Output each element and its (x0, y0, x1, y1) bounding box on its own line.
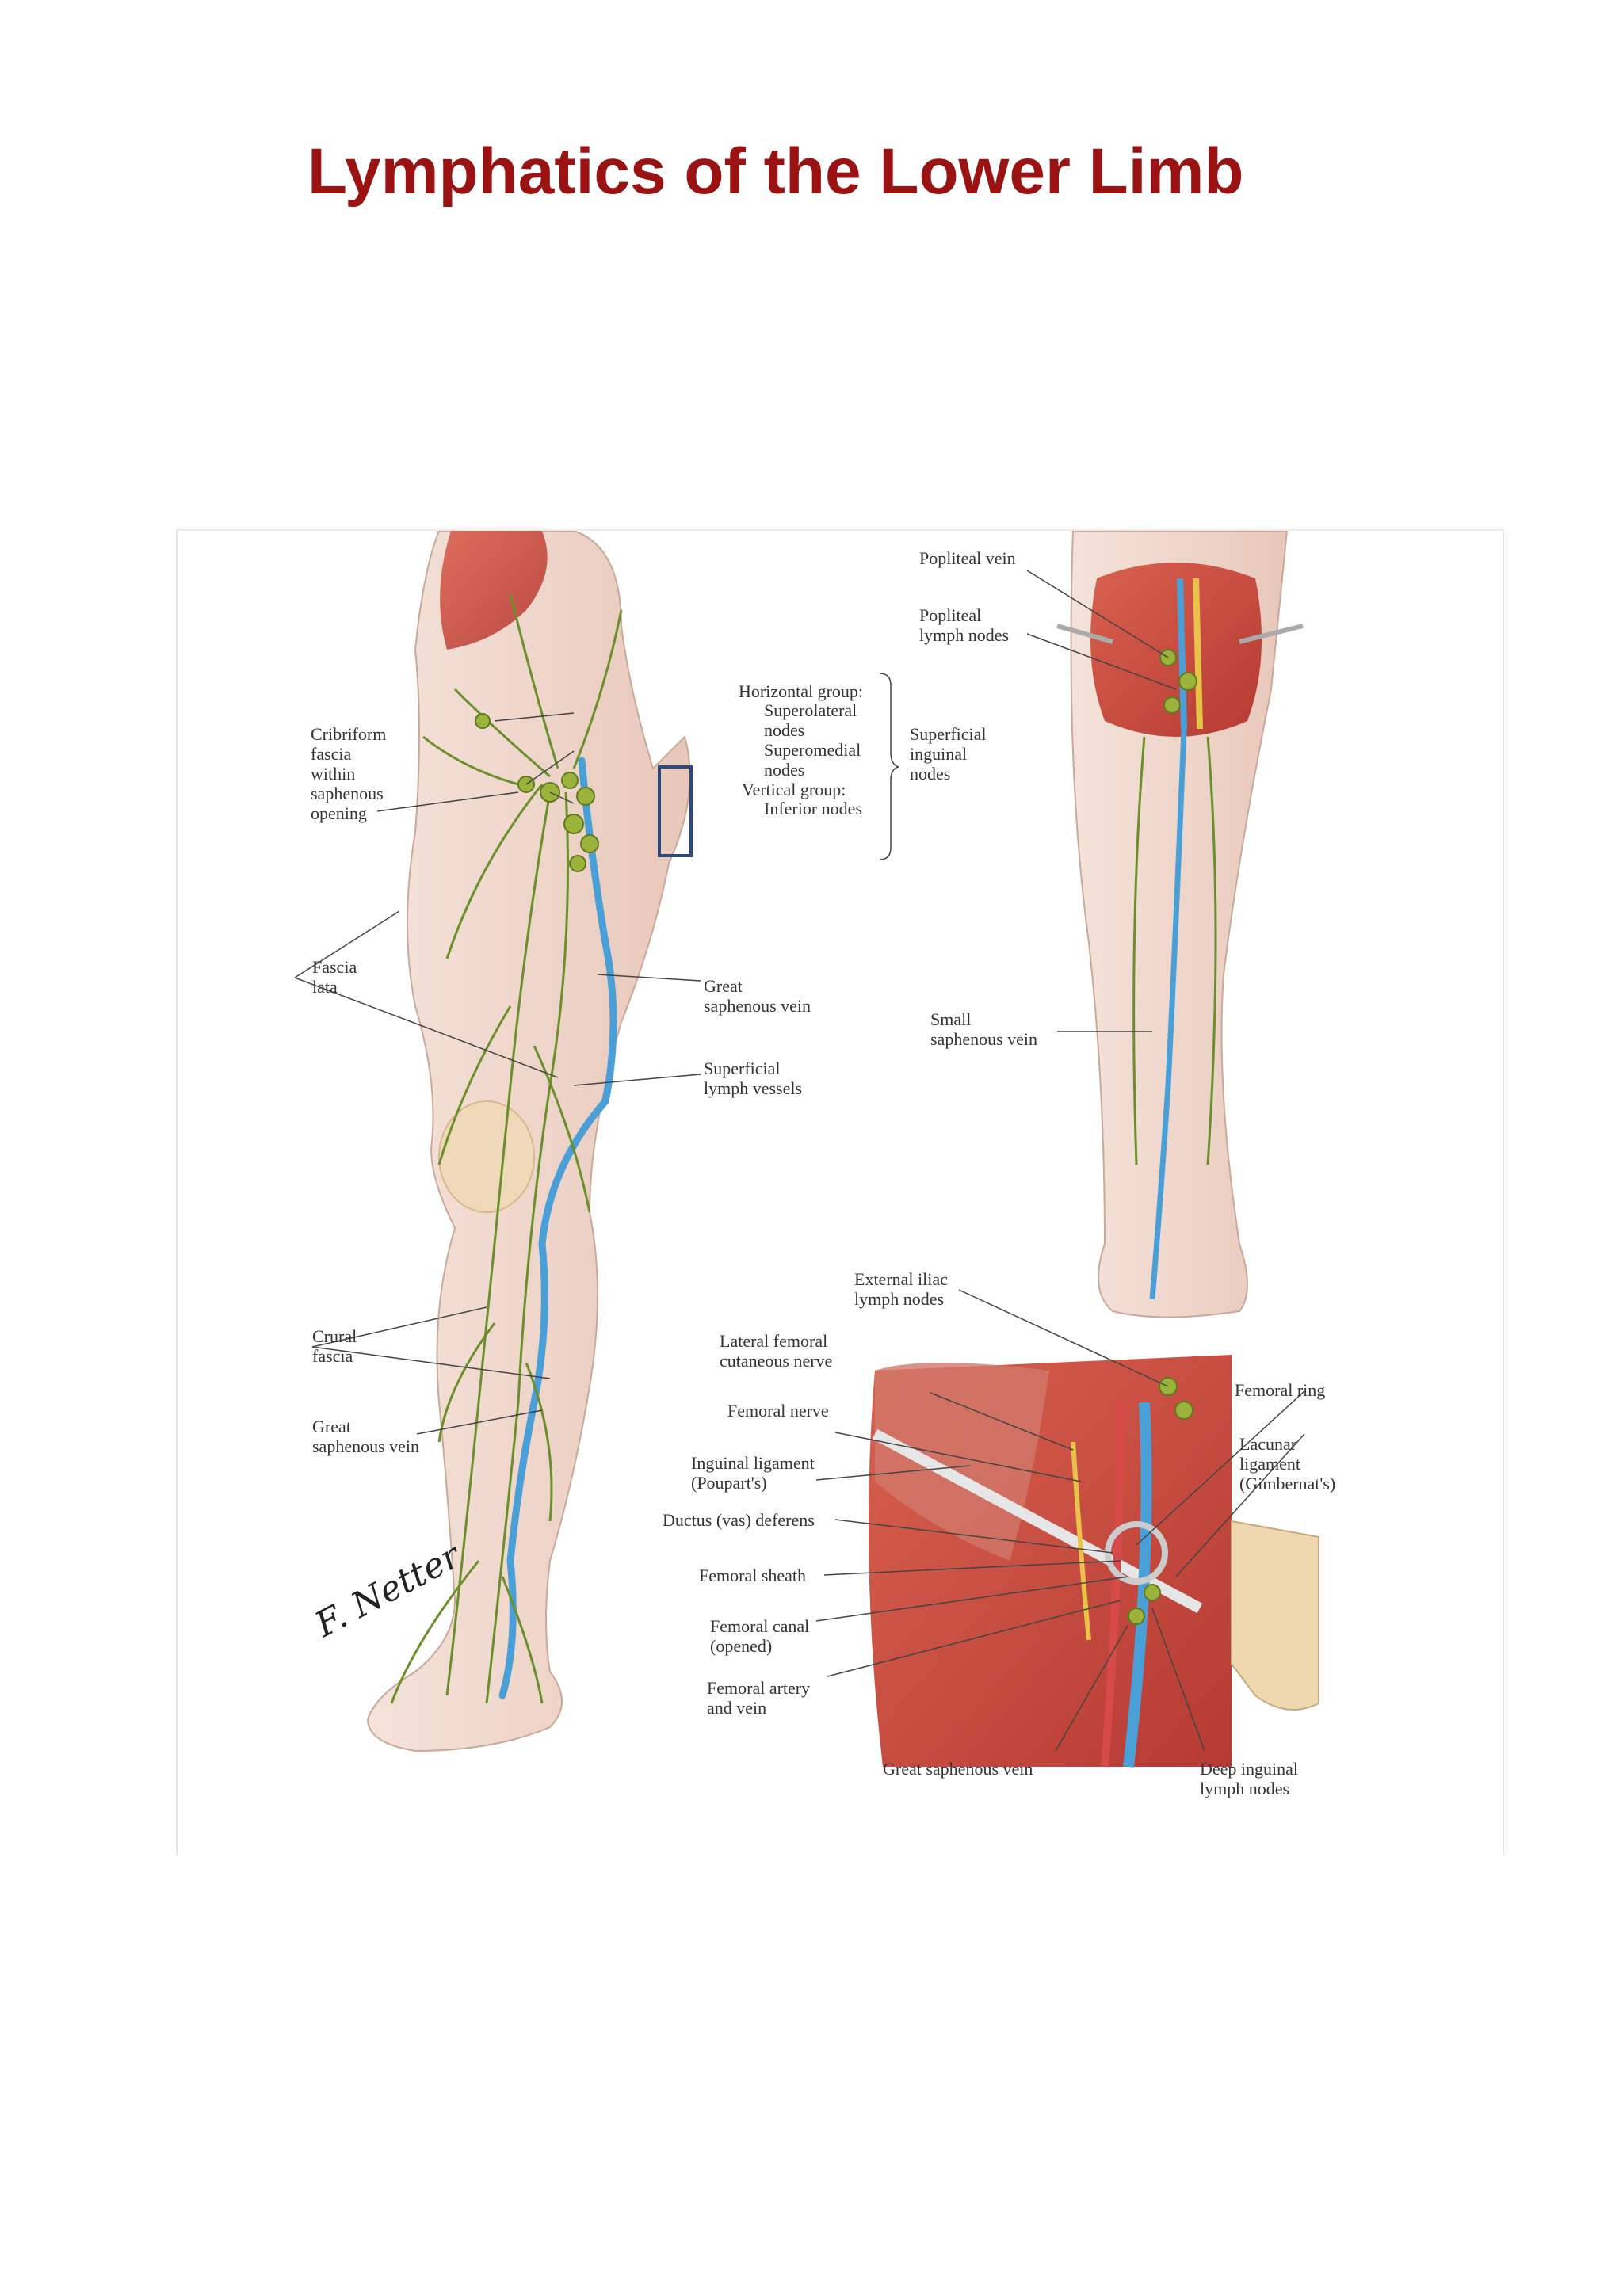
posterior-leg (1056, 531, 1304, 1318)
label-femoral-sheath: Femoral sheath (699, 1566, 807, 1585)
label-fascia-lata: Fascia lata (312, 957, 357, 997)
label-popliteal-lymph-nodes: Popliteal lymph nodes (919, 605, 1010, 645)
page-title: Lymphatics of the Lower Limb (307, 135, 1244, 208)
label-superficial-inguinal-nodes: Superficial inguinal nodes (910, 724, 987, 784)
label-femoral-canal: Femoral canal (opened) (710, 1616, 810, 1656)
label-lateral-femoral-cutaneous-nerve: Lateral femoral cutaneous nerve (720, 1331, 833, 1371)
label-femoral-nerve: Femoral nerve (727, 1401, 829, 1421)
label-ductus-deferens: Ductus (vas) deferens (663, 1510, 815, 1530)
anatomy-figure: Cribriform fascia within saphenous openi… (176, 529, 1504, 1855)
label-vertical-group: Vertical group: (742, 780, 846, 799)
label-inferior-nodes: Inferior nodes (764, 799, 863, 818)
label-lacunar-ligament: Lacunar ligament (Gimbernat's) (1239, 1434, 1336, 1493)
label-small-saphenous-vein: Small saphenous vein (930, 1009, 1038, 1049)
label-femoral-ring: Femoral ring (1235, 1380, 1326, 1400)
label-popliteal-vein: Popliteal vein (919, 548, 1016, 568)
label-external-iliac-nodes: External iliac lymph nodes (854, 1269, 948, 1309)
label-deep-inguinal-nodes: Deep inguinal lymph nodes (1200, 1759, 1299, 1798)
label-great-saphenous-vein-leg: Great saphenous vein (312, 1417, 420, 1456)
anterior-leg (366, 531, 693, 1753)
label-superficial-lymph-vessels: Superficial lymph vessels (704, 1058, 803, 1098)
label-crural-fascia: Crural fascia (312, 1326, 357, 1366)
label-superolateral-nodes: Superolateral nodes (764, 700, 857, 740)
label-femoral-artery-vein: Femoral artery and vein (707, 1678, 811, 1718)
label-inguinal-ligament: Inguinal ligament (Poupart's) (691, 1453, 815, 1493)
label-horizontal-group: Horizontal group: (739, 681, 864, 701)
label-great-saphenous-vein-thigh: Great saphenous vein (704, 976, 812, 1016)
label-superomedial-nodes: Superomedial nodes (764, 740, 861, 780)
label-cribriform-fascia: Cribriform fascia within saphenous openi… (311, 724, 387, 823)
label-great-saphenous-vein-groin: Great saphenous vein (883, 1759, 1033, 1779)
inguinal-region (869, 1355, 1319, 1768)
anatomy-illustration (294, 531, 1319, 1768)
